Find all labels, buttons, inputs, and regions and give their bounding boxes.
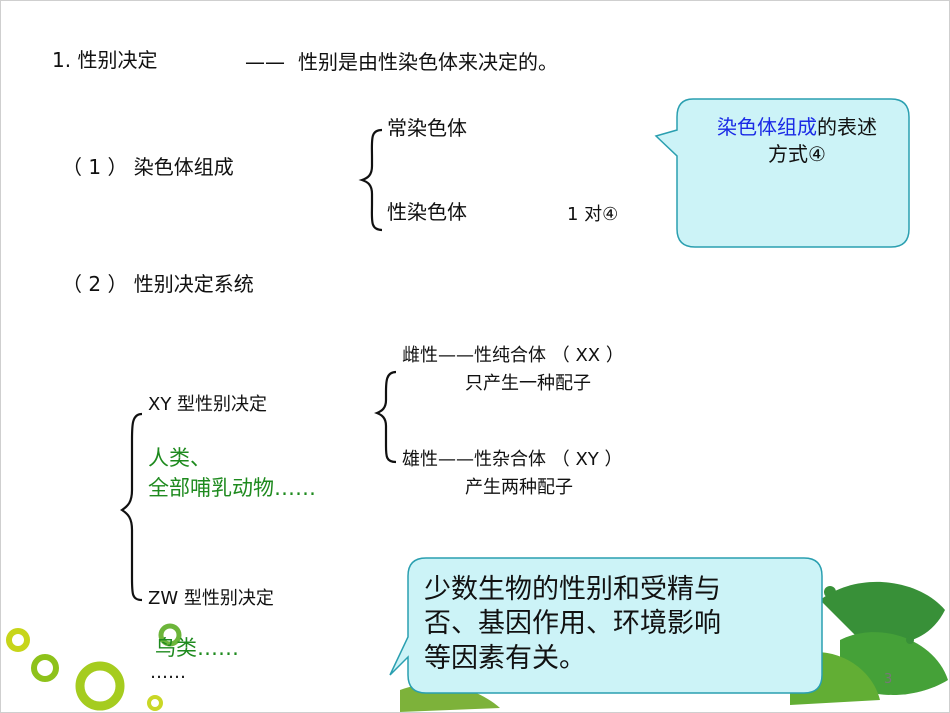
zw-type-label: ZW 型性别决定 (148, 588, 274, 609)
branch-autosome: 常染色体 (387, 116, 467, 140)
section1-label: （ 1 ） 染色体组成 (62, 155, 234, 179)
heading-dash: —— (245, 50, 285, 74)
heading-definition: 性别是由性染色体来决定的。 (298, 50, 558, 74)
branch-sex-chromosome: 性染色体 (387, 200, 467, 224)
section2-label: （ 2 ） 性别决定系统 (62, 272, 254, 296)
callout-top-shape (654, 98, 910, 248)
callout-bottom-line1: 少数生物的性别和受精与 (424, 574, 721, 605)
male-line1: 雄性——性杂合体 （ XY ） (402, 449, 623, 470)
page-number: 3 (884, 672, 893, 687)
callout-top-rest: 的表述 (817, 115, 877, 139)
callout-top-highlight: 染色体组成 (717, 115, 817, 139)
callout-bottom-line2: 否、基因作用、环境影响 (424, 608, 721, 640)
xy-type-label: XY 型性别决定 (148, 394, 268, 415)
pair-note: 1 对④ (567, 204, 619, 225)
callout-bottom: 少数生物的性别和受精与 否、基因作用、环境影响 等因素有关。 (388, 557, 824, 697)
female-line2: 只产生一种配子 (465, 373, 591, 394)
callout-top: 染色体组成的表述 方式④ (654, 98, 911, 250)
zw-more: …… (150, 662, 186, 683)
female-line1: 雌性——性纯合体 （ XX ） (402, 345, 624, 366)
xy-examples-line1: 人类、 (148, 446, 211, 470)
zw-examples: 鸟类…… (155, 636, 239, 660)
callout-bottom-text: 少数生物的性别和受精与 否、基因作用、环境影响 等因素有关。 (424, 573, 721, 676)
section-title: 1. 性别决定 (52, 48, 158, 72)
callout-bottom-line3: 等因素有关。 (424, 642, 586, 674)
male-line2: 产生两种配子 (465, 477, 573, 498)
callout-top-line2: 方式④ (768, 142, 826, 166)
callout-top-text: 染色体组成的表述 方式④ (697, 114, 897, 168)
callout-bottom-shape (389, 557, 823, 694)
xy-examples-line2: 全部哺乳动物…… (148, 476, 316, 500)
